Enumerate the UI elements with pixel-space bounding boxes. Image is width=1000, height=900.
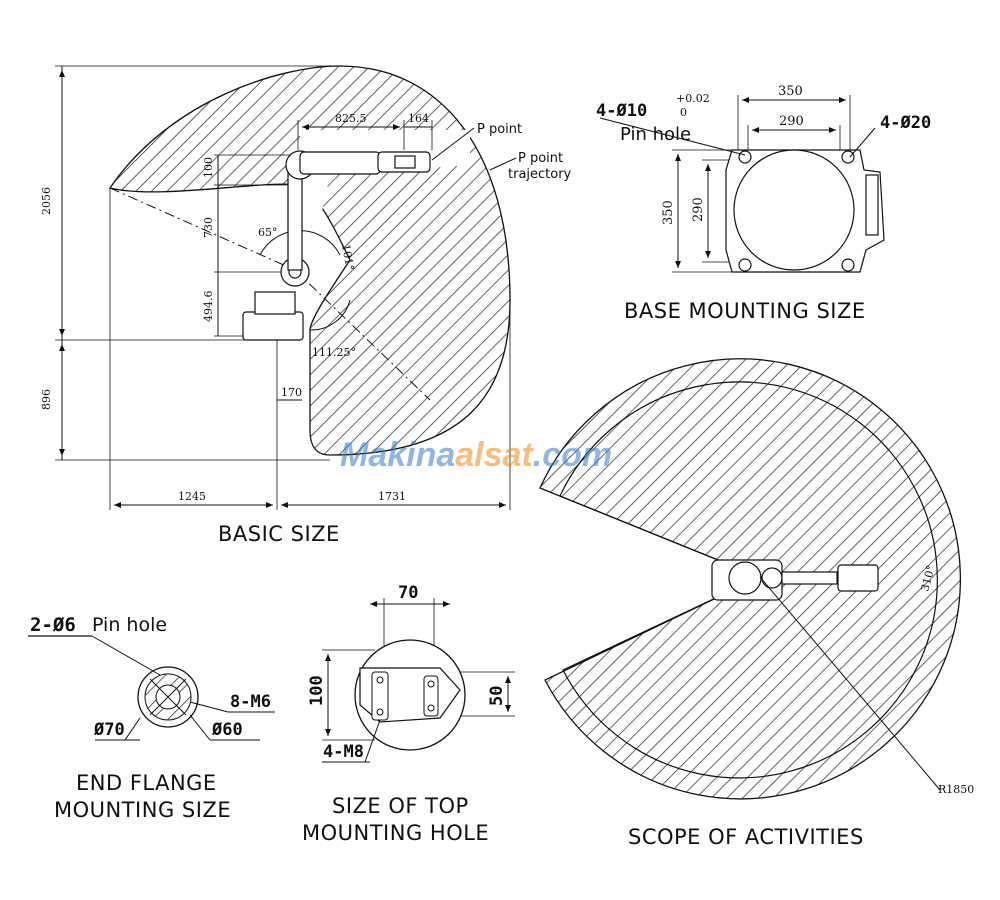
callout-p-point: P point: [477, 122, 522, 137]
robot-top-view: [711, 559, 879, 601]
end-flange-view: 2-Ø6 Pin hole 8-M6 Ø70 Ø60 END FLANGE MO…: [28, 614, 275, 822]
top-title-1: SIZE OF TOP: [332, 794, 469, 818]
top-width: 70: [398, 583, 418, 603]
base-holes-spec: 4-Ø20: [880, 113, 931, 133]
flange-pin-spec: 2-Ø6: [30, 614, 76, 636]
scope-view: R1850 310° SCOPE OF ACTIVITIES: [539, 358, 974, 849]
angle-65: 65°: [258, 226, 278, 239]
scope-radius: R1850: [938, 783, 974, 796]
top-hole-view: 70 100 50 4-M8 SIZE OF TOP MOUNTING HOLE: [302, 583, 515, 845]
callout-p-trajectory-2: trajectory: [508, 167, 572, 182]
flange-title-1: END FLANGE: [76, 771, 217, 795]
dim-290-top: 290: [779, 114, 804, 129]
base-pin-label: Pin hole: [620, 124, 691, 145]
dim-164: 164: [408, 112, 429, 125]
base-plate: [725, 149, 885, 273]
robot-arm-side-view: [242, 150, 431, 341]
dim-350-top: 350: [778, 84, 803, 99]
flange-pin-label: Pin hole: [92, 614, 167, 636]
angle-101: 101°: [339, 243, 356, 271]
dim-290-side: 290: [691, 197, 706, 222]
dim-1731: 1731: [378, 490, 406, 503]
top-title-2: MOUNTING HOLE: [302, 821, 489, 845]
top-thread: 4-M8: [323, 742, 364, 762]
dim-896: 896: [40, 389, 53, 410]
flange-d60: Ø60: [211, 720, 243, 740]
base-mounting-title: BASE MOUNTING SIZE: [624, 299, 866, 323]
scope-title: SCOPE OF ACTIVITIES: [628, 825, 864, 849]
basic-size-title: BASIC SIZE: [218, 522, 340, 546]
dim-170: 170: [281, 386, 302, 399]
flange-thread: 8-M6: [230, 692, 271, 712]
top-height: 100: [307, 675, 327, 706]
callout-p-trajectory-1: P point: [518, 151, 563, 166]
flange-d70: Ø70: [93, 720, 125, 740]
dim-825-5: 825.5: [335, 112, 367, 125]
svg-text:Makinaalsat.com: Makinaalsat.com: [340, 436, 612, 474]
base-tol-lower: 0: [680, 106, 687, 119]
dim-2056: 2056: [40, 187, 53, 215]
basic-size-view: 2056 896 1245 1731 825.5 164 100 730 494…: [40, 65, 572, 546]
dim-1245: 1245: [178, 490, 206, 503]
base-mounting-view: 350 290 350 290 4-Ø10 +0.02 0 Pin hole 4…: [596, 84, 931, 323]
dim-494-6: 494.6: [202, 291, 215, 323]
flange-title-2: MOUNTING SIZE: [54, 798, 231, 822]
base-tol-upper: +0.02: [676, 92, 710, 105]
scope-envelope: [539, 358, 961, 800]
dim-100: 100: [202, 157, 215, 178]
dim-730: 730: [202, 217, 215, 238]
dim-350-side: 350: [661, 200, 676, 225]
top-inner-height: 50: [487, 686, 507, 706]
angle-111-25: 111.25°: [312, 346, 356, 359]
base-pin-spec: 4-Ø10: [596, 101, 647, 121]
watermark-logo: Makinaalsat.com: [340, 436, 612, 474]
